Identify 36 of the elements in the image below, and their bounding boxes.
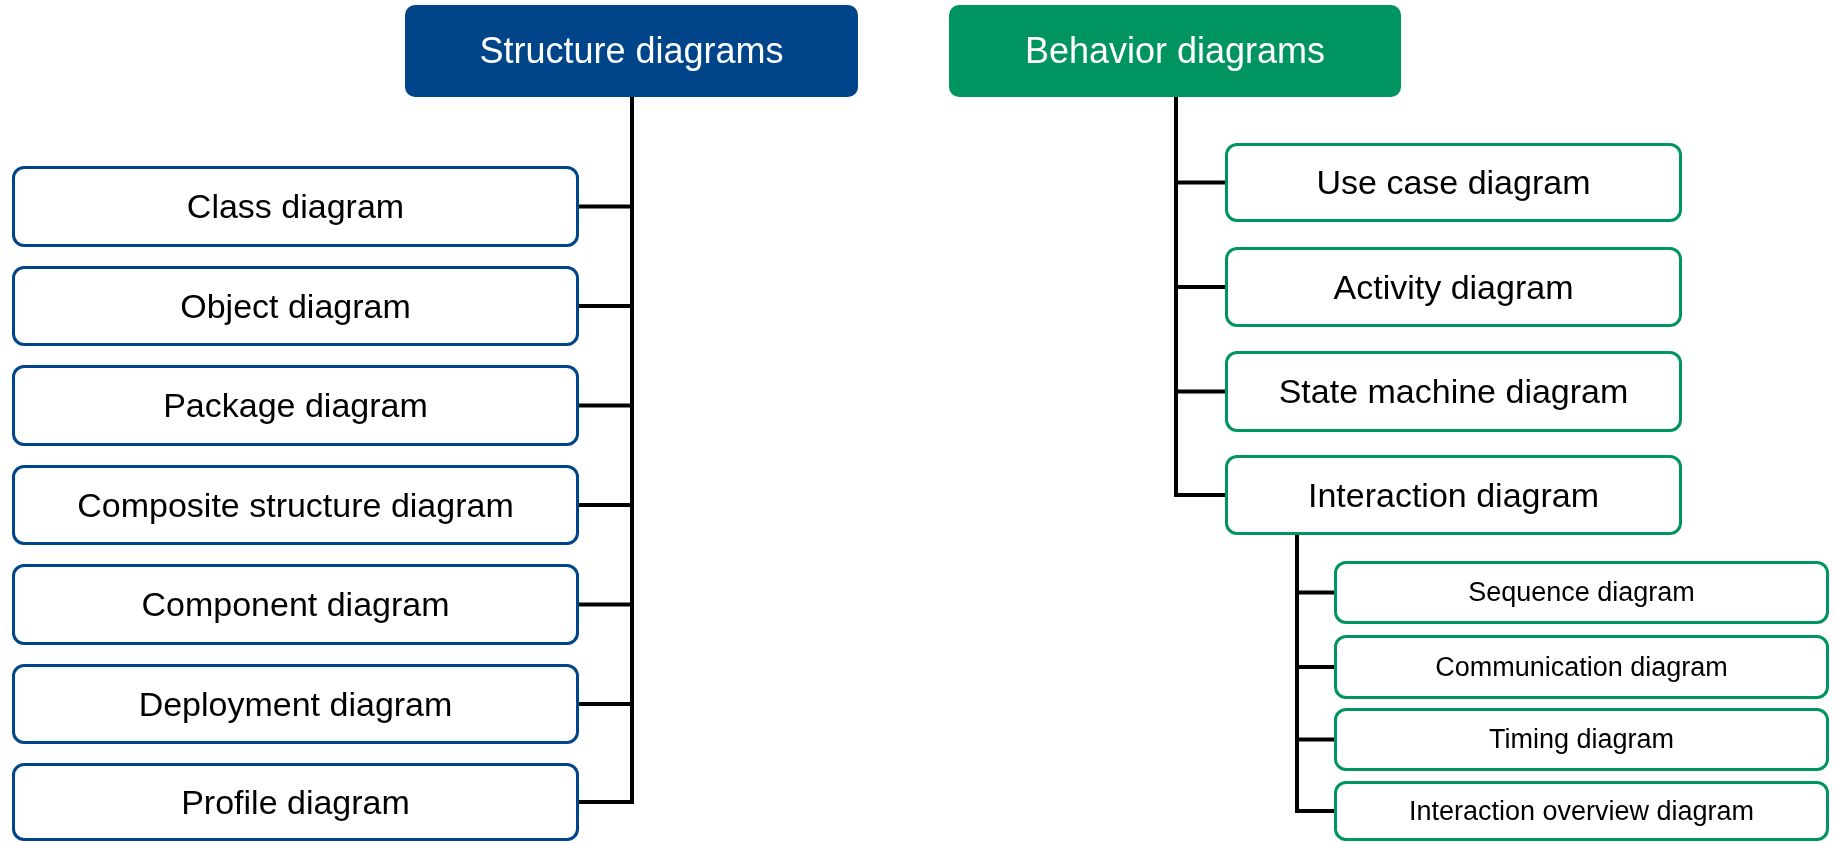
node-label: Activity diagram	[1333, 267, 1574, 307]
node-label: Sequence diagram	[1468, 577, 1695, 608]
node-label: Timing diagram	[1488, 724, 1675, 755]
node-label: Interaction diagram	[1307, 475, 1599, 515]
diagram-type-box	[1334, 635, 1829, 699]
diagram-type-box	[1334, 708, 1829, 771]
diagram-type-box	[12, 465, 579, 545]
connector-line	[1295, 535, 1334, 813]
node-label: Use case diagram	[1316, 163, 1591, 202]
diagram-type-box	[1225, 351, 1682, 432]
diagram-type-box	[1334, 781, 1829, 841]
node-label: Class diagram	[186, 187, 405, 226]
diagram-type-box	[1225, 455, 1682, 535]
node-label: Object diagram	[180, 286, 411, 326]
diagram-type-box	[12, 365, 579, 446]
diagram-type-box	[1225, 247, 1682, 327]
node-label: Deployment diagram	[138, 684, 453, 724]
node-label: Profile diagram	[181, 782, 410, 822]
node-label: Structure diagrams	[479, 30, 784, 72]
diagram-type-box	[12, 664, 579, 744]
diagram-type-box	[1225, 143, 1682, 222]
connector-line	[1174, 97, 1225, 497]
node-label: Interaction overview diagram	[1408, 795, 1755, 827]
node-label: Behavior diagrams	[1024, 30, 1326, 72]
category-header	[949, 5, 1401, 97]
diagram-type-box	[1334, 561, 1829, 624]
diagram-type-box	[12, 266, 579, 346]
node-label: Package diagram	[163, 386, 428, 425]
node-label: Composite structure diagram	[77, 485, 514, 525]
category-header	[405, 5, 858, 97]
node-label: Communication diagram	[1435, 651, 1728, 683]
node-label: Component diagram	[141, 585, 450, 624]
diagram-type-box	[12, 763, 579, 841]
diagram-type-box	[12, 564, 579, 645]
diagram-type-box	[12, 166, 579, 247]
node-label: State machine diagram	[1278, 372, 1629, 411]
